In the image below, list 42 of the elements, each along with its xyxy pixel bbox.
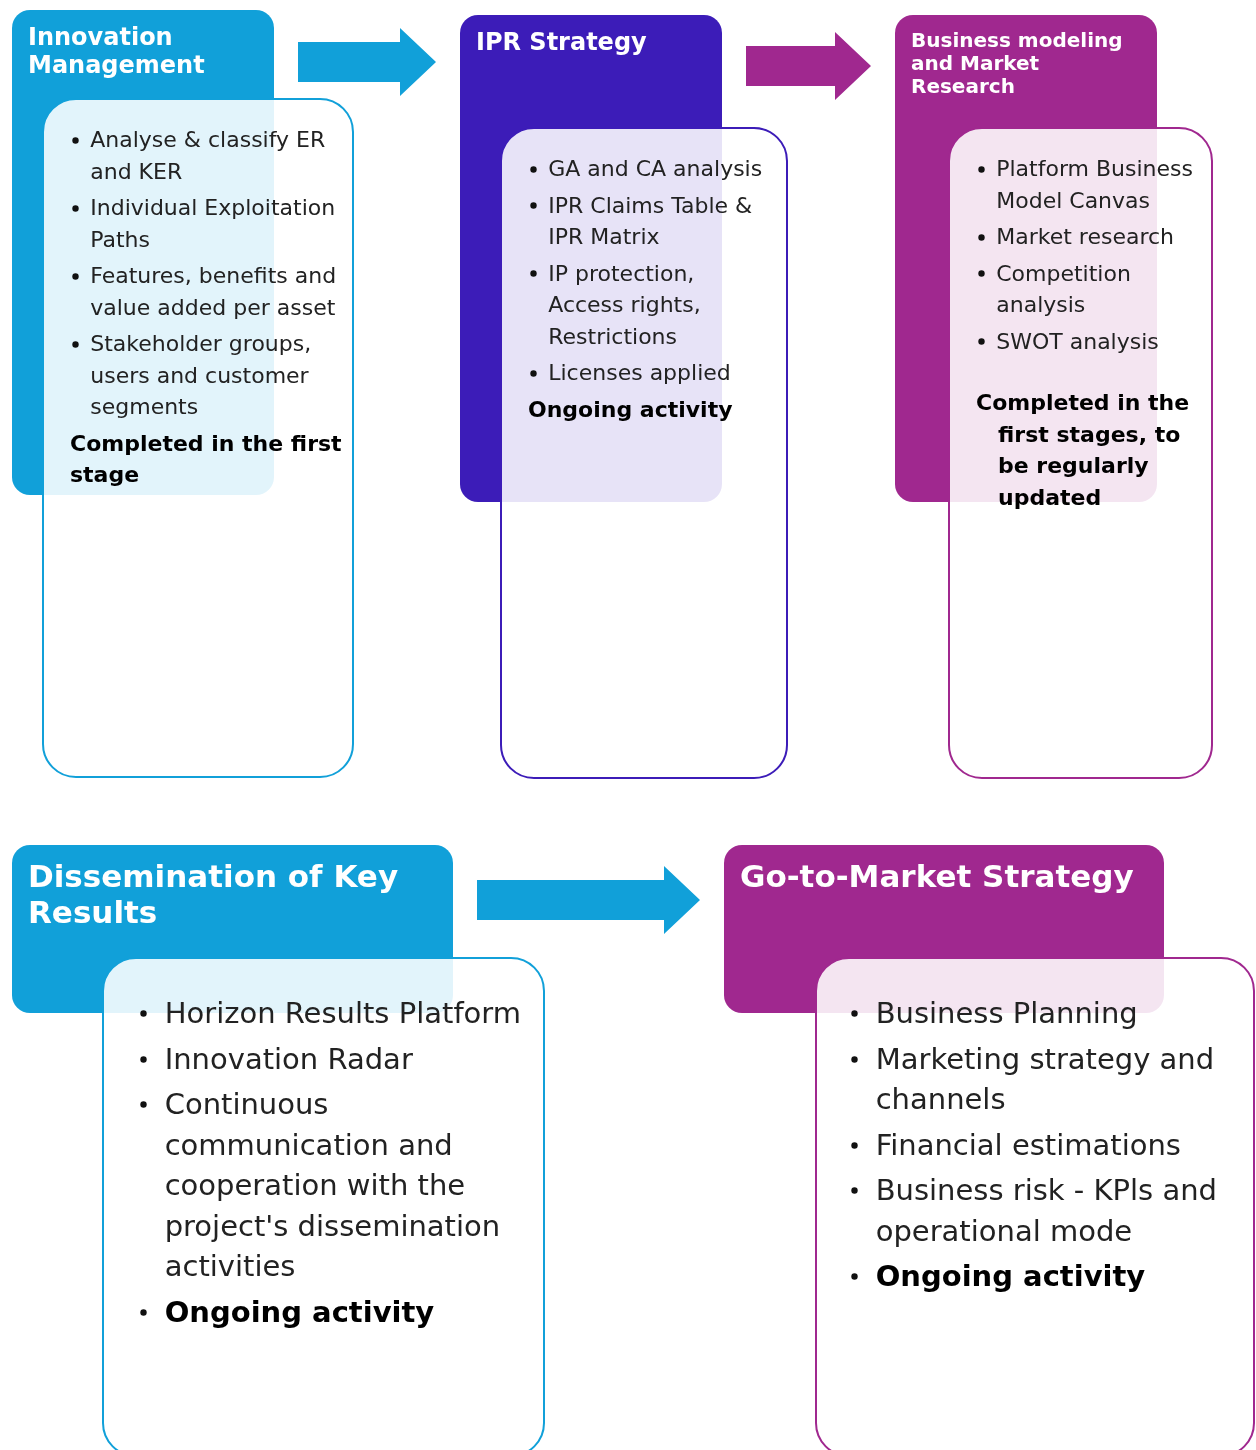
- bullet-item: Market research: [996, 224, 1175, 249]
- bullet-item: Horizon Results Platform: [164, 996, 521, 1030]
- bullet-item: Continuous communication and cooperation with the project's dissemination activities: [164, 1087, 501, 1283]
- header-panel: [12, 845, 453, 957]
- bullet-item: IPR Claims Table & IPR Matrix: [548, 192, 753, 249]
- panel-title: IPR Strategy: [476, 29, 648, 57]
- panel-title: Dissemination of Key Results: [28, 859, 400, 931]
- bullet-item: Analyse & classify ER and KER: [90, 127, 326, 184]
- bullet-item: Licenses applied: [548, 360, 731, 385]
- content-card: [500, 127, 788, 779]
- bullet-item: Features, benefits and value added per asset: [90, 263, 337, 320]
- bullet-item: Financial estimations: [875, 1127, 1181, 1162]
- header-panel: [895, 15, 1157, 127]
- bullet-item: Marketing strategy and channels: [875, 1041, 1215, 1116]
- block-arrow: [746, 32, 871, 100]
- status-note: Completed in the first stage: [70, 429, 342, 489]
- bullet-item: Ongoing activity: [164, 1294, 435, 1329]
- bullet-item: Business Planning: [875, 996, 1138, 1030]
- bullet-item: Business risk - KPls and operational mode: [875, 1173, 1217, 1248]
- status-note: Completed in the first stages, to be regularly updated: [976, 389, 1191, 512]
- content-card: [102, 957, 545, 1450]
- header-panel: [724, 845, 1164, 957]
- header-panel: [12, 10, 274, 98]
- panel-title: Business modeling and Market Research: [911, 29, 1124, 98]
- content-card: [815, 957, 1255, 1450]
- block-arrow: [298, 28, 436, 96]
- bullet-item: GA and CA analysis: [548, 156, 763, 181]
- bullet-item: Ongoing activity: [875, 1259, 1146, 1293]
- panel-title: Go-to-Market Strategy: [740, 859, 1135, 895]
- bullet-item: Competition analysis: [996, 260, 1131, 317]
- bullet-item: SWOT analysis: [996, 328, 1159, 354]
- bullet-item: Stakeholder groups, users and customer segments: [90, 331, 312, 419]
- bullet-item: Individual Exploitation Paths: [90, 195, 336, 252]
- content-card: [948, 127, 1213, 779]
- block-arrow: [477, 866, 700, 934]
- header-panel: [460, 15, 722, 127]
- bullet-item: Platform Business Model Canvas: [996, 156, 1194, 213]
- content-card: [42, 98, 354, 778]
- status-note: Ongoing activity: [528, 395, 734, 424]
- bullet-item: IP protection, Access rights, Restrictions: [548, 260, 701, 349]
- bullet-item: Innovation Radar: [164, 1041, 413, 1076]
- panel-title: Innovation Management: [28, 24, 206, 80]
